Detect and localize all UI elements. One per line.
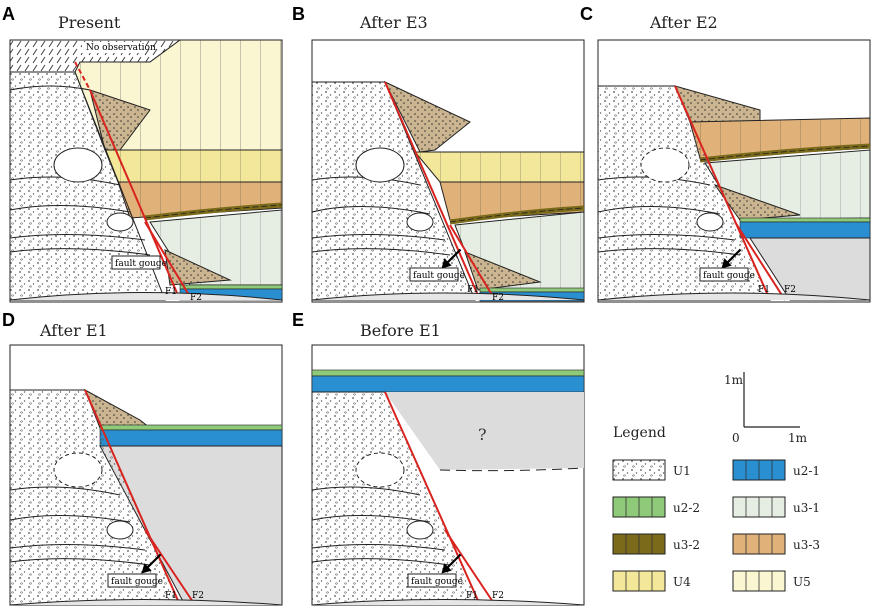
panel-title-C: After E2 xyxy=(649,13,718,32)
f1-label: F1 xyxy=(467,285,479,295)
f2-label: F2 xyxy=(192,591,204,601)
legend-title: Legend xyxy=(613,425,666,441)
panel-title-E: Before E1 xyxy=(360,321,441,340)
scale-bar: 1m 0 1m xyxy=(724,372,808,445)
panel-D: fault gouge F1 F2 xyxy=(9,344,283,606)
panel-E-header: E Before E1 xyxy=(292,310,441,340)
f1-label: F1 xyxy=(165,287,177,297)
panel-title-B: After E3 xyxy=(359,13,428,32)
panel-letter-A: A xyxy=(2,4,15,24)
panel-title-A: Present xyxy=(58,13,121,32)
scale-vertical-label: 1m xyxy=(724,373,744,387)
f2-label: F2 xyxy=(492,591,504,601)
panel-letter-E: E xyxy=(292,310,304,330)
legend-label: u2-2 xyxy=(673,501,700,515)
f1-label: F1 xyxy=(466,591,478,601)
legend-label: u3-1 xyxy=(793,501,820,515)
scale-horizontal-label: 1m xyxy=(788,431,808,445)
panel-B: fault gouge F1 F2 xyxy=(311,39,585,303)
scale-origin-label: 0 xyxy=(732,431,740,445)
panel-A: No observation fault gouge F1 F2 xyxy=(9,39,283,303)
legend-item-u5: U5 xyxy=(732,570,811,592)
legend-item-u3-2: u3-2 xyxy=(612,533,700,555)
legend-label: U5 xyxy=(793,575,811,589)
legend-item-u2-2: u2-2 xyxy=(612,496,700,518)
legend-label: u3-3 xyxy=(793,538,820,552)
panel-title-D: After E1 xyxy=(39,321,108,340)
fault-gouge-text: fault gouge xyxy=(411,577,463,587)
legend-item-u3-3: u3-3 xyxy=(732,533,820,555)
fault-gouge-text: fault gouge xyxy=(413,271,465,281)
panel-letter-B: B xyxy=(292,4,305,24)
fault-gouge-label: fault gouge xyxy=(111,255,167,270)
panel-B-header: B After E3 xyxy=(292,4,428,32)
legend-item-u1: U1 xyxy=(612,459,691,481)
legend: Legend U1 u2-1 u2-2 u3-1 u3-2 u3-3U4 U5 xyxy=(612,425,820,592)
panel-C-header: C After E2 xyxy=(580,4,718,32)
legend-label: u3-2 xyxy=(673,538,700,552)
legend-label: U4 xyxy=(673,575,691,589)
panel-letter-C: C xyxy=(580,4,593,24)
legend-label: U1 xyxy=(673,464,691,478)
f2-label: F2 xyxy=(492,293,504,303)
legend-swatch-pattern xyxy=(613,460,665,480)
fault-gouge-text: fault gouge xyxy=(115,259,167,269)
fault-gouge-text: fault gouge xyxy=(703,271,755,281)
no-observation-label: No observation xyxy=(82,42,156,53)
unknown-question-mark: ? xyxy=(478,425,487,444)
no-observation-text: No observation xyxy=(86,43,156,53)
panel-E: ? fault gouge F1 F2 xyxy=(311,344,585,606)
panel-A-header: A Present xyxy=(2,4,121,32)
legend-item-u2-1: u2-1 xyxy=(732,459,820,481)
f1-label: F1 xyxy=(165,591,177,601)
fault-gouge-text: fault gouge xyxy=(111,577,163,587)
legend-item-u3-1: u3-1 xyxy=(732,496,820,518)
legend-label: u2-1 xyxy=(793,464,820,478)
panel-letter-D: D xyxy=(2,310,15,330)
legend-item-u4: U4 xyxy=(612,570,691,592)
panel-C: fault gouge F1 F2 xyxy=(597,39,871,303)
f1-label: F1 xyxy=(758,285,770,295)
f2-label: F2 xyxy=(784,285,796,295)
f2-label: F2 xyxy=(190,293,202,303)
panel-D-header: D After E1 xyxy=(2,310,108,340)
